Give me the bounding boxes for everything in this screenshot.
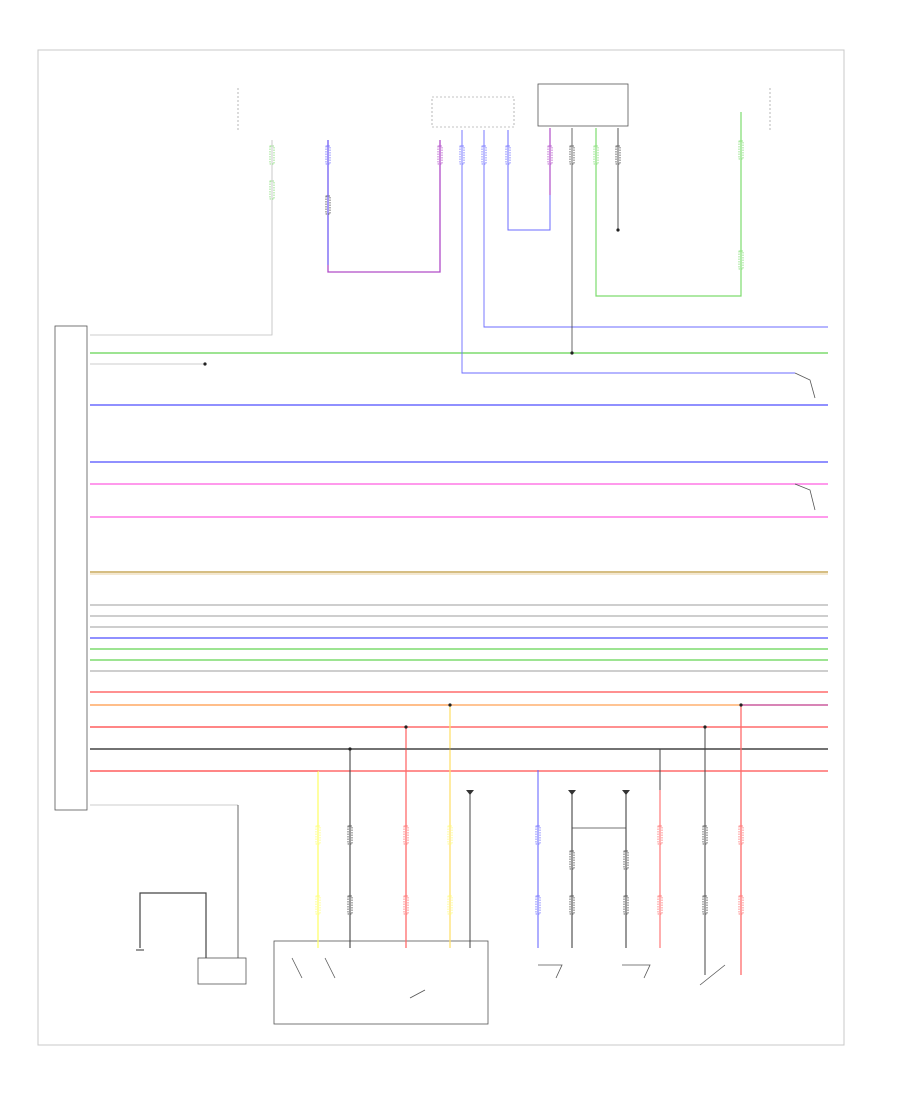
connector-23	[535, 825, 541, 845]
splice-4	[404, 725, 408, 729]
top-junction-box	[431, 96, 515, 128]
feed-wire-2	[327, 140, 441, 273]
feed-wire-1	[90, 140, 273, 336]
connector-2	[269, 180, 275, 200]
top-control-unit	[537, 83, 629, 127]
switch-lever-2	[324, 957, 336, 979]
connector-21	[447, 825, 453, 845]
connector-20	[403, 895, 409, 915]
splice-8	[616, 228, 620, 232]
connector-11	[593, 145, 599, 165]
wires-layer	[90, 112, 828, 975]
front-door-lock-actuator-box	[273, 940, 489, 1025]
connector-27	[623, 850, 629, 870]
splice-2	[203, 362, 207, 366]
connector-24	[535, 895, 541, 915]
connector-4	[325, 195, 331, 215]
ground-icon-2	[568, 790, 576, 795]
ground-icon-1	[466, 790, 474, 795]
connector-10	[569, 145, 575, 165]
connector-26	[569, 895, 575, 915]
connector-33	[738, 825, 744, 845]
vert-wire-black-2	[90, 748, 661, 948]
connector-6	[459, 145, 465, 165]
connector-9	[547, 145, 553, 165]
connector-13	[738, 140, 744, 160]
connector-7	[481, 145, 487, 165]
connector-22	[447, 895, 453, 915]
connector-3	[325, 145, 331, 165]
vert-wire-red-2	[90, 726, 407, 948]
diagram-frame	[37, 49, 845, 1046]
splice-7	[703, 725, 707, 729]
connector-31	[702, 825, 708, 845]
splice-1	[570, 351, 574, 355]
rear-right-switch	[622, 964, 651, 979]
vert-wire-orange	[90, 704, 451, 948]
splice-5	[448, 703, 452, 707]
connector-30	[657, 895, 663, 915]
feed-wire-5	[507, 128, 551, 231]
splice-3	[348, 747, 352, 751]
feed-wire-3	[483, 130, 828, 328]
connector-17	[347, 825, 353, 845]
connector-12	[615, 145, 621, 165]
connector-15	[315, 825, 321, 845]
connector-14	[738, 250, 744, 270]
feed-wire-4	[461, 130, 795, 374]
connector-29	[657, 825, 663, 845]
door-lock-switch-box	[197, 957, 247, 985]
trunk-switch	[699, 964, 726, 986]
connector-34	[738, 895, 744, 915]
connector-32	[702, 895, 708, 915]
ground-icon-3	[622, 790, 630, 795]
splice-6	[739, 703, 743, 707]
connector-25	[569, 850, 575, 870]
feed-wire-7	[595, 112, 742, 297]
markers-layer	[203, 140, 744, 915]
connector-19	[403, 825, 409, 845]
switch-lever-3	[409, 989, 426, 999]
vert-wire-trunk-2	[740, 704, 828, 975]
rear-left-switch	[538, 964, 563, 979]
connector-28	[623, 895, 629, 915]
set-resume-switch	[794, 372, 816, 399]
connector-8	[505, 145, 511, 165]
body-control-module	[54, 325, 88, 811]
connector-1	[269, 145, 275, 165]
connector-16	[315, 895, 321, 915]
switch-lever-1	[291, 957, 303, 979]
left-switch-feed	[139, 892, 207, 958]
connector-18	[347, 895, 353, 915]
connector-5	[437, 145, 443, 165]
lock-switch-hook	[794, 483, 816, 511]
